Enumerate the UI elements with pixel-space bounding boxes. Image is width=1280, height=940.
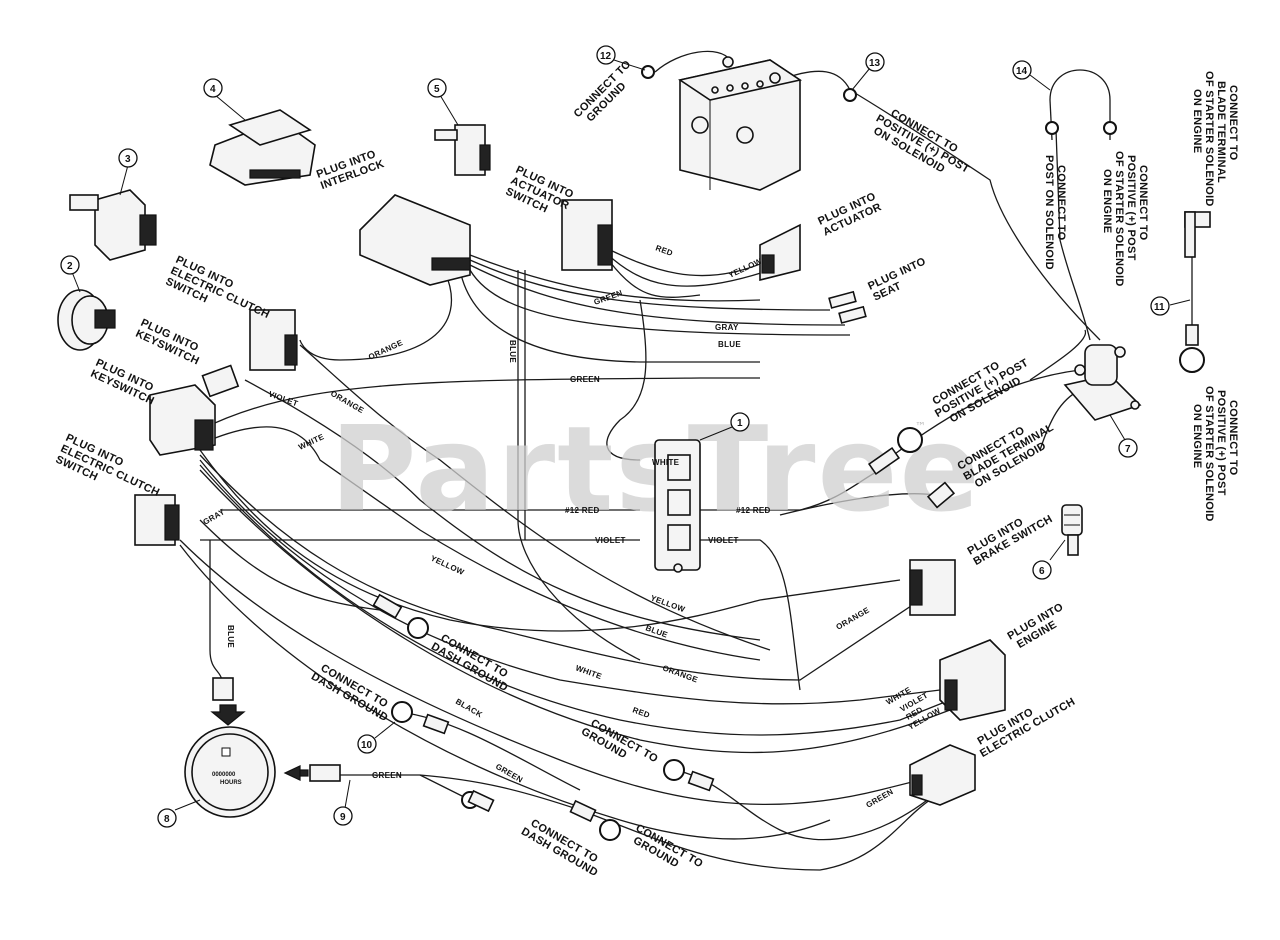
callout-1: 1 [737,418,743,429]
wire-green-gauge: GREEN [372,771,402,780]
wire-gray: GRAY [715,323,739,332]
cable-part-11 [1179,211,1211,373]
gauge-digits: 0000000 [212,772,236,778]
wire-red-lower: RED [631,705,651,720]
callout-14: 14 [1016,66,1028,77]
interlock-plug [359,194,471,286]
crimp-solenoid-positive [867,446,901,476]
wire-12-red-left: #12 RED [565,506,600,515]
ring-terminal-dash-ground-left [391,701,413,723]
ring-terminal-12 [641,65,655,79]
callout-10: 10 [361,740,373,751]
label-pos-post-starter-2: POSITIVE (+) POST [1125,155,1137,261]
clutch-switch-plug-lower [134,494,180,546]
label-pos-post-starter-3: OF STARTER SOLENOID [1113,151,1125,287]
callout-9: 9 [340,812,346,823]
engine-plug [939,639,1006,721]
wire-blue-top: BLUE [718,340,741,349]
label-pos-post-starter-lower-1: CONNECT TO [1227,400,1239,476]
wire-violet-right: VIOLET [708,536,739,545]
wire-violet-mid: VIOLET [595,536,626,545]
wire-green-mid: GREEN [570,375,600,384]
label-blade-starter-2: BLADE TERMINAL [1215,81,1227,183]
wire-12-red-right: #12 RED [736,506,771,515]
label-blade-starter-1: CONNECT TO [1227,85,1239,161]
crimp-ground-bottom [569,799,597,823]
rectifier-part-1 [654,439,701,573]
callout-4: 4 [210,84,216,95]
callout-11: 11 [1154,302,1165,313]
wire-red-actuator: RED [654,243,674,258]
gauge-hours: HOURS [220,780,242,786]
ring-terminal-dash-ground-mid [407,617,429,639]
actuator-switch-part-5 [434,124,491,176]
keyswitch-plug-lower [149,384,216,456]
keyswitch-plug-upper [249,309,298,371]
wire-violet-keyswitch: VIOLET [267,389,299,408]
interlock-module-part-4 [209,109,316,186]
callout-8: 8 [164,814,170,825]
wire-white-rectifier: WHITE [652,458,680,467]
crimp-dash-ground-mid [372,593,403,619]
wire-yellow-right: YELLOW [649,593,686,614]
wire-gray-left: GRAY [202,507,227,527]
callout-2: 2 [67,261,73,272]
wire-white-left: WHITE [297,432,326,452]
ring-terminal-solenoid-positive [897,427,923,453]
ring-terminal-13 [843,88,857,102]
solenoid-part-7 [1063,344,1142,421]
callout-13: 13 [869,58,881,69]
crimp-dash-ground-left [422,713,450,735]
ring-terminal-ground-bottom [599,819,621,841]
brake-switch-plug [909,559,956,616]
wire-orange-lower: ORANGE [661,663,699,684]
callout-6: 6 [1039,566,1045,577]
label-post-solenoid-1: CONNECT TO [1055,165,1067,241]
callouts: 1 2 3 4 5 6 7 8 9 10 11 12 13 14 [60,45,1191,828]
label-blade-starter-3: OF STARTER SOLENOID [1203,71,1215,207]
label-blade-starter-4: ON ENGINE [1191,89,1203,153]
label-pos-post-starter-1: CONNECT TO [1137,165,1149,241]
clutch-switch-plug-upper [201,364,240,398]
callout-7: 7 [1125,444,1131,455]
label-post-solenoid-2: POST ON SOLENOID [1043,155,1055,270]
cable-part-14 [1045,121,1117,135]
label-pos-post-starter-4: ON ENGINE [1101,169,1113,233]
watermark-tm: ™ [915,420,926,433]
keyswitch-part-2 [57,289,116,351]
ring-terminal-ground-mid [663,759,685,781]
battery [677,56,803,191]
crimp-ground-mid [687,770,715,792]
wire-blue-vertical: BLUE [508,340,517,363]
callout-5: 5 [434,84,440,95]
wire-yellow-lower: YELLOW [429,554,466,577]
hour-meter-part-8: 0000000 HOURS [184,726,276,818]
actuator-plug [759,223,801,282]
label-pos-post-starter-lower-3: OF STARTER SOLENOID [1203,386,1215,522]
callout-3: 3 [125,154,131,165]
wire-green-lower: GREEN [494,762,524,785]
wires [179,50,1193,871]
callout-12: 12 [600,51,612,62]
wire-orange-interlock: ORANGE [367,338,405,362]
wire-orange-brake: ORANGE [835,605,872,631]
blade-terminal-solenoid [926,481,956,509]
electric-clutch-plug [909,744,976,806]
label-pos-post-starter-lower-4: ON ENGINE [1191,404,1203,468]
electric-clutch-switch-part-3 [69,189,157,261]
wire-yellow-actuator: YELLOW [727,256,764,279]
seat-plugs [828,290,867,324]
label-pos-post-starter-lower-2: POSITIVE (+) POST [1215,390,1227,496]
crimp-dash-ground-bottom [467,789,495,813]
wire-white-lower: WHITE [574,663,603,681]
hour-meter-plug [210,677,246,726]
brake-switch-part-6 [1061,504,1083,556]
wire-black: BLACK [454,697,484,720]
wire-blue-left: BLUE [226,625,235,648]
gauge-connector-9 [283,764,341,782]
actuator-switch-plug [561,199,613,271]
